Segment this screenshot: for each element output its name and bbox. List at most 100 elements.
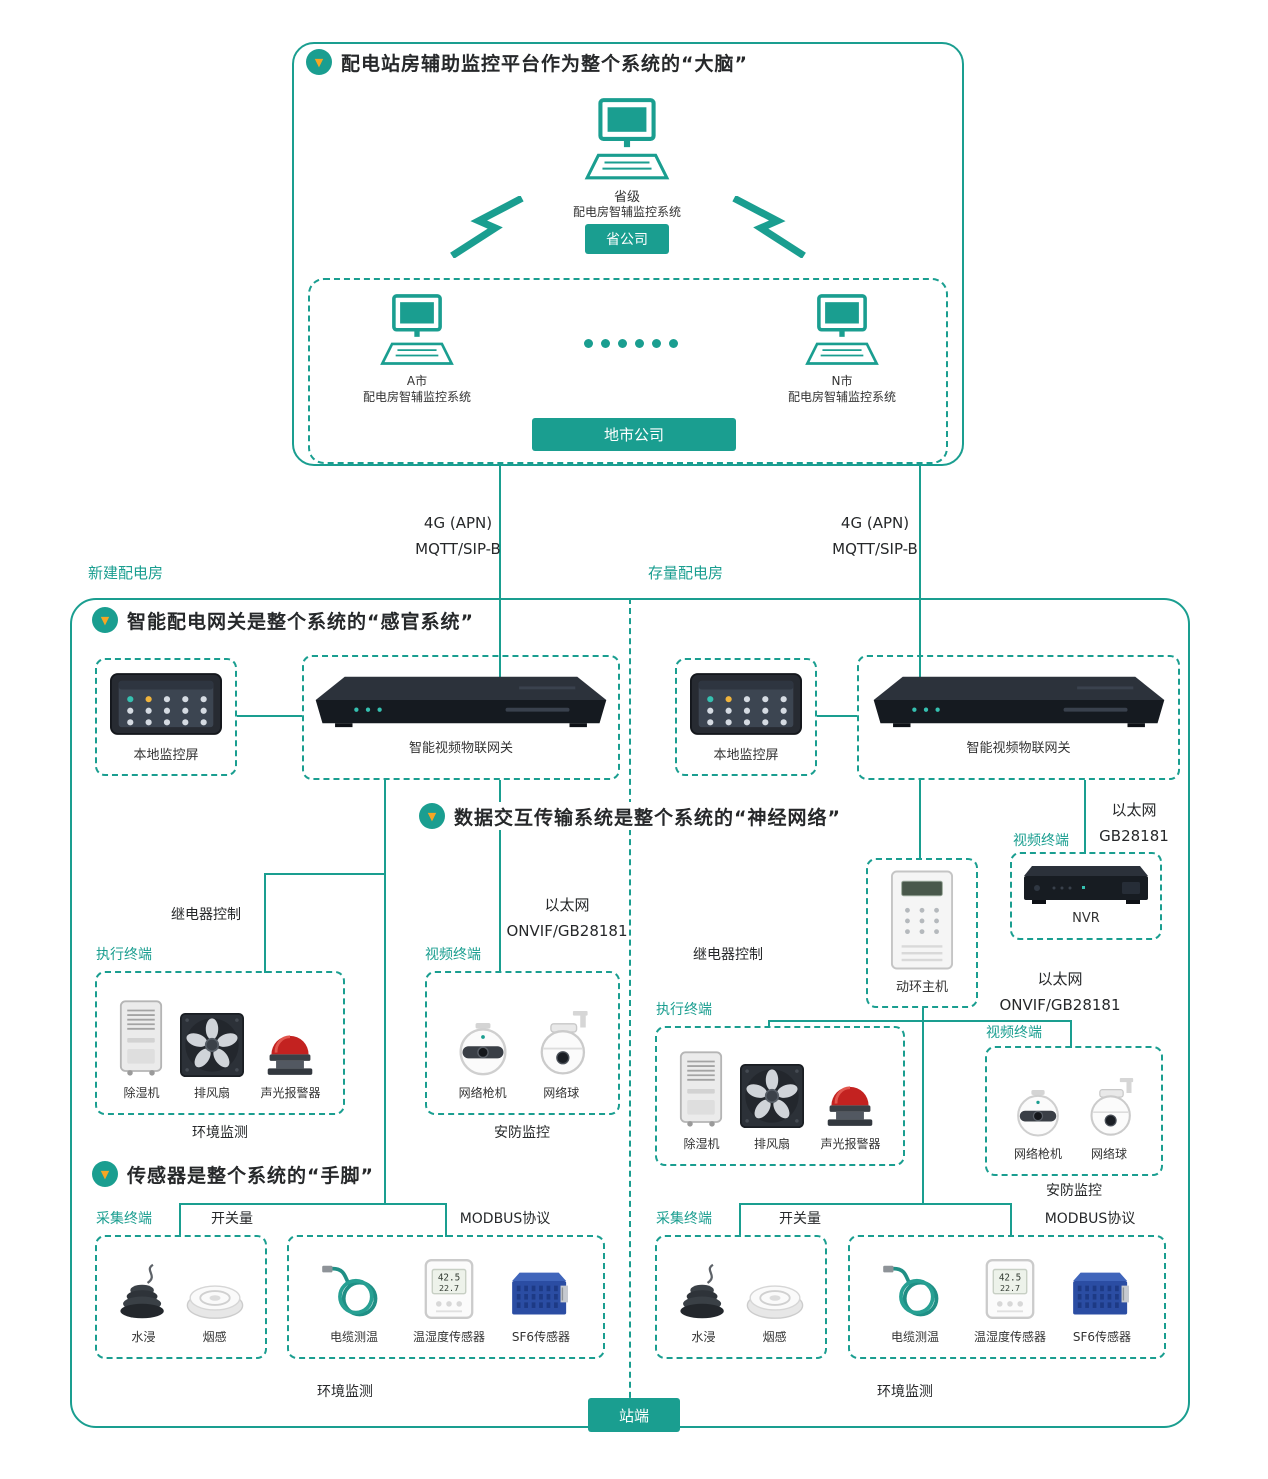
lightning-bolt-left-icon [450,196,524,258]
section-pin-icon: ▼ [92,1161,118,1187]
cable-temp-icon [320,1263,388,1321]
ethernet-onvif-label-left: 以太网 ONVIF/GB28181 [505,892,629,944]
provincial-system-label: 配电房智辅监控系统 [572,205,681,219]
network-camera-label: 网络枪机 [458,1086,507,1100]
city-a-system-label: 配电房智辅监控系统 [362,390,471,404]
temp-humidity-label: 温湿度传感器 [412,1330,485,1344]
exec-box-left: 除湿机 排风扇 声光报警器 [95,971,345,1115]
dehumidifier-label: 除湿机 [123,1086,160,1100]
security-caption-right: 安防监控 [1046,1183,1102,1199]
device-water-sensor: 水浸 [676,1263,730,1345]
ellipsis-dots [584,339,678,348]
iot-gateway-label: 智能视频物联网关 [966,741,1071,756]
ethernet-label: 以太网 [544,896,590,914]
city-n-computer-icon [802,294,882,369]
alarm-beacon-label: 声光报警器 [820,1137,881,1151]
device-exhaust-fan: 排风扇 [740,1064,804,1152]
water-sensor-label: 水浸 [691,1330,716,1344]
water-sensor-icon [116,1263,170,1321]
city-n-system-label: 配电房智辅监控系统 [787,390,896,404]
ptz-camera-icon [1083,1078,1135,1138]
device-cable-temp: 电缆测温 [320,1263,388,1345]
relay-control-label-right: 继电器控制 [693,947,763,963]
temp-humidity-label: 温湿度传感器 [973,1330,1046,1344]
env-monitor-caption-left: 环境监测 [192,1125,248,1141]
smoke-detector-icon [184,1275,246,1321]
brain-section-header: ▼ 配电站房辅助监控平台作为整个系统的“大脑” [306,48,748,76]
connector-branch-right [769,1020,1071,1022]
nvr-icon [1024,864,1148,906]
nvr-box: NVR [1010,852,1162,940]
touchscreen-icon [690,673,802,735]
water-sensor-label: 水浸 [131,1330,156,1344]
modbus-label-right: MODBUS协议 [1044,1211,1136,1227]
device-temp-humidity: 温湿度传感器 [974,1257,1046,1345]
ethernet-label: 以太网 [1037,970,1083,988]
brain-section-box [292,42,964,466]
alarm-beacon-icon [824,1068,876,1128]
smoke-detector-icon [744,1275,806,1321]
ethernet-onvif-label-right: 以太网 ONVIF/GB28181 [995,966,1125,1018]
video-terminal-label-right: 视频终端 [986,1025,1042,1041]
ptz-camera-label: 网络球 [1090,1147,1127,1161]
ptz-camera-label: 网络球 [543,1086,580,1100]
connector-4g-left [499,466,501,680]
connector-gateway-host [919,780,921,860]
link-right-line2: MQTT/SIP-B [832,540,918,558]
network-camera-label: 网络枪机 [1013,1147,1062,1161]
connector-switch-drop-left [179,1203,181,1237]
device-sf6-sensor: SF6传感器 [510,1267,572,1345]
transmission-section-header: ▼ 数据交互传输系统是整个系统的“神经网络” [407,802,853,830]
collect-terminal-label-right: 采集终端 [656,1211,712,1227]
gateway-box-left: 智能视频物联网关 [302,655,620,780]
modbus-label-left: MODBUS协议 [459,1211,551,1227]
section-pin-icon: ▼ [419,803,445,829]
device-cable-temp: 电缆测温 [881,1263,949,1345]
sensor-section-header: ▼ 传感器是整个系统的“手脚” [92,1160,384,1188]
alarm-beacon-icon [264,1017,316,1077]
iot-gateway-icon [873,669,1165,731]
collect-terminal-label-left: 采集终端 [96,1211,152,1227]
ethernet-gb28181-label: 以太网 GB28181 [1078,797,1190,849]
security-caption-left: 安防监控 [494,1125,550,1141]
temp-humidity-icon [984,1257,1036,1321]
water-sensor-icon [676,1263,730,1321]
env-monitor-caption-bottom-left: 环境监测 [317,1384,373,1400]
iot-gateway-icon [315,669,607,731]
smoke-detector-label: 烟感 [202,1330,227,1344]
device-temp-humidity: 温湿度传感器 [413,1257,485,1345]
video-box-right: 网络枪机 网络球 [985,1046,1163,1176]
alarm-beacon-label: 声光报警器 [260,1086,321,1100]
switch-label-left: 开关量 [211,1211,253,1227]
exhaust-fan-icon [180,1013,244,1077]
sf6-sensor-label: SF6传感器 [1072,1330,1132,1344]
transmission-section-title: 数据交互传输系统是整个系统的“神经网络” [454,806,841,829]
video-terminal-label-left: 视频终端 [425,947,481,963]
env-monitor-caption-bottom-right: 环境监测 [877,1384,933,1400]
gateway-section-header: ▼ 智能配电网关是整个系统的“感官系统” [92,606,474,634]
device-exhaust-fan: 排风扇 [180,1013,244,1101]
link-left-line2: MQTT/SIP-B [415,540,501,558]
nvr-label: NVR [1072,911,1100,926]
connector-switch-drop-right [739,1203,741,1237]
link-left-line1: 4G (APN) [423,514,493,532]
modbus-box-left: 电缆测温 温湿度传感器 SF6传感器 [287,1235,605,1359]
onvif-gb28181-label: ONVIF/GB28181 [999,996,1121,1014]
local-screen-box-right: 本地监控屏 [675,658,817,776]
iot-gateway-label: 智能视频物联网关 [408,741,513,756]
city-company-badge: 地市公司 [532,418,736,451]
connector-4g-right [919,466,921,680]
exec-terminal-label-left: 执行终端 [96,947,152,963]
province-company-badge: 省公司 [585,224,669,254]
lightning-bolt-right-icon [732,196,806,258]
modbus-box-right: 电缆测温 温湿度传感器 SF6传感器 [848,1235,1166,1359]
gateway-box-right: 智能视频物联网关 [857,655,1180,780]
smoke-detector-label: 烟感 [762,1330,787,1344]
link-right-line1: 4G (APN) [840,514,910,532]
local-screen-label: 本地监控屏 [713,748,779,763]
device-alarm-beacon: 声光报警器 [260,1017,320,1101]
new-room-label: 新建配电房 [88,564,164,582]
ethernet-label: 以太网 [1111,801,1157,819]
cable-temp-icon [881,1263,949,1321]
city-a-computer-icon [377,294,457,369]
